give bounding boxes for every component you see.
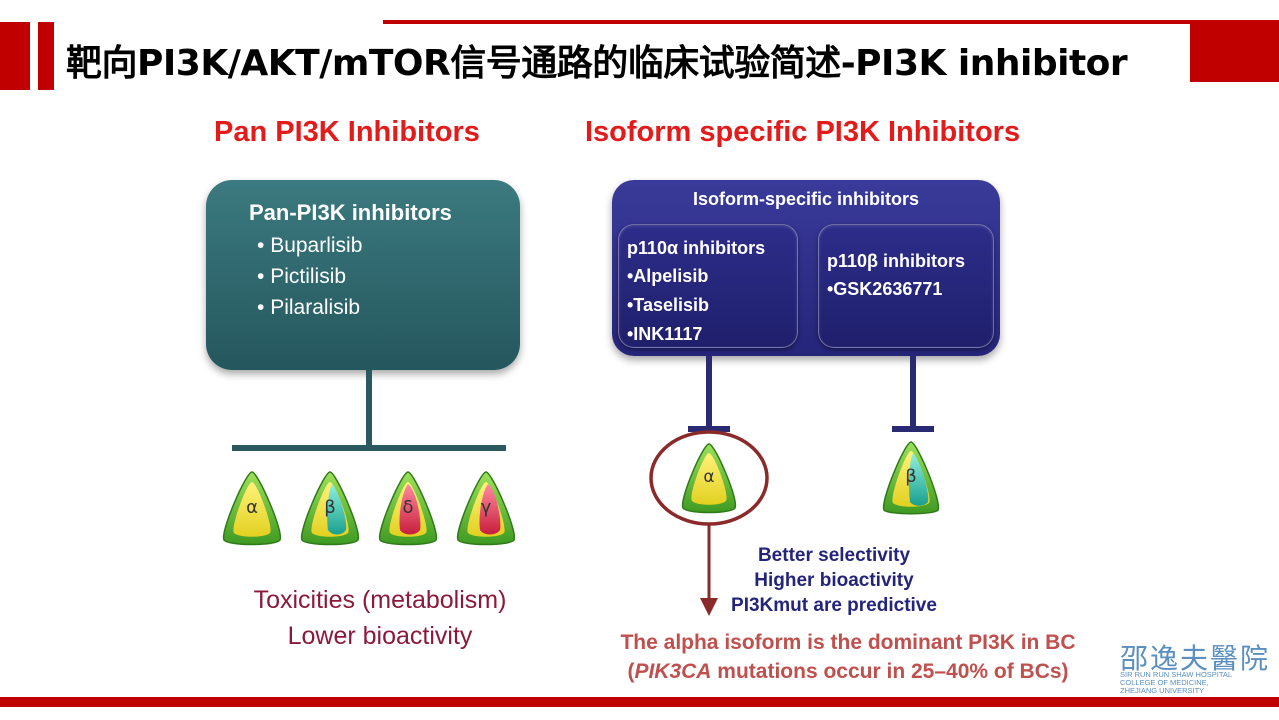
- header-top-line: [383, 20, 1279, 24]
- alpha-drug-item: •INK1117: [627, 324, 703, 344]
- conclusion-line: The alpha isoform is the dominant PI3K i…: [620, 631, 1076, 654]
- hospital-logo-english: SIR RUN RUN SHAW HOSPITAL COLLEGE OF MED…: [1120, 670, 1233, 695]
- isoform-label: α: [703, 467, 714, 487]
- alpha-drug-item: •Alpelisib: [627, 266, 709, 286]
- isoform-label: β: [905, 466, 917, 487]
- isoform-heading: Isoform specific PI3K Inhibitors: [585, 116, 1021, 148]
- beta-isoform-icon: β: [300, 471, 360, 546]
- footer-bar: [0, 697, 1279, 707]
- alpha-drug-item: •Taselisib: [627, 295, 710, 315]
- gamma-isoform-icon: γ: [456, 471, 516, 546]
- isoform-label: α: [246, 497, 258, 518]
- beta-isoform-icon: β: [882, 441, 940, 515]
- isoform-box-title: Isoform-specific inhibitors: [692, 189, 920, 209]
- p110-alpha-title: p110α inhibitors: [627, 238, 766, 258]
- header-right-block: [1190, 24, 1279, 82]
- isoform-label: γ: [481, 497, 492, 518]
- alpha-inhibition-line: [706, 356, 712, 430]
- gene-name: PIK3CA: [634, 660, 712, 683]
- beta-inhibition-line: [910, 356, 916, 430]
- pan-box-title: Pan-PI3K inhibitors: [249, 200, 452, 225]
- delta-isoform-icon: δ: [378, 471, 438, 546]
- p110-alpha-box: p110α inhibitors •Alpelisib •Taselisib •…: [618, 224, 798, 348]
- header-accent-bar-thin: [38, 22, 54, 90]
- benefit-line: Better selectivity: [757, 545, 911, 566]
- benefit-line: PI3Kmut are predictive: [731, 595, 937, 616]
- p110-beta-title: p110β inhibitors: [827, 251, 966, 271]
- isoform-label: δ: [402, 497, 413, 518]
- toxicity-line: Toxicities (metabolism): [253, 586, 507, 614]
- isoform-label: β: [324, 497, 336, 518]
- isoform-inhibitors-box: Isoform-specific inhibitors p110α inhibi…: [612, 180, 1000, 356]
- pan-heading: Pan PI3K Inhibitors: [214, 116, 480, 148]
- beta-drug-item: •GSK2636771: [827, 279, 943, 299]
- pan-item: • Buparlisib: [257, 234, 363, 257]
- pan-inhibitors-box: Pan-PI3K inhibitors • Buparlisib • Picti…: [206, 180, 520, 370]
- alpha-highlight: α: [649, 430, 769, 616]
- pan-connector-horizontal: [232, 445, 506, 451]
- p110-beta-box: p110β inhibitors •GSK2636771: [818, 224, 994, 348]
- alpha-isoform-icon: α: [681, 443, 737, 514]
- page-title: 靶向PI3K/AKT/mTOR信号通路的临床试验简述-PI3K inhibito…: [66, 43, 1128, 84]
- benefit-line: Higher bioactivity: [754, 570, 914, 591]
- header-accent-bar: [0, 22, 30, 90]
- hospital-logo: 邵逸夫醫院: [1120, 642, 1271, 675]
- conclusion-line-2: (PIK3CA mutations occur in 25–40% of BCs…: [627, 660, 1069, 683]
- alpha-inhibition-bar: [688, 426, 730, 432]
- pan-item: • Pictilisib: [257, 265, 347, 288]
- beta-inhibition-bar: [892, 426, 934, 432]
- pan-isoform-icons: α β δ γ: [222, 471, 516, 546]
- bioactivity-line: Lower bioactivity: [287, 622, 473, 650]
- alpha-isoform-icon: α: [222, 471, 282, 546]
- pan-connector-vertical: [366, 370, 372, 448]
- pan-item: • Pilaralisib: [257, 296, 361, 319]
